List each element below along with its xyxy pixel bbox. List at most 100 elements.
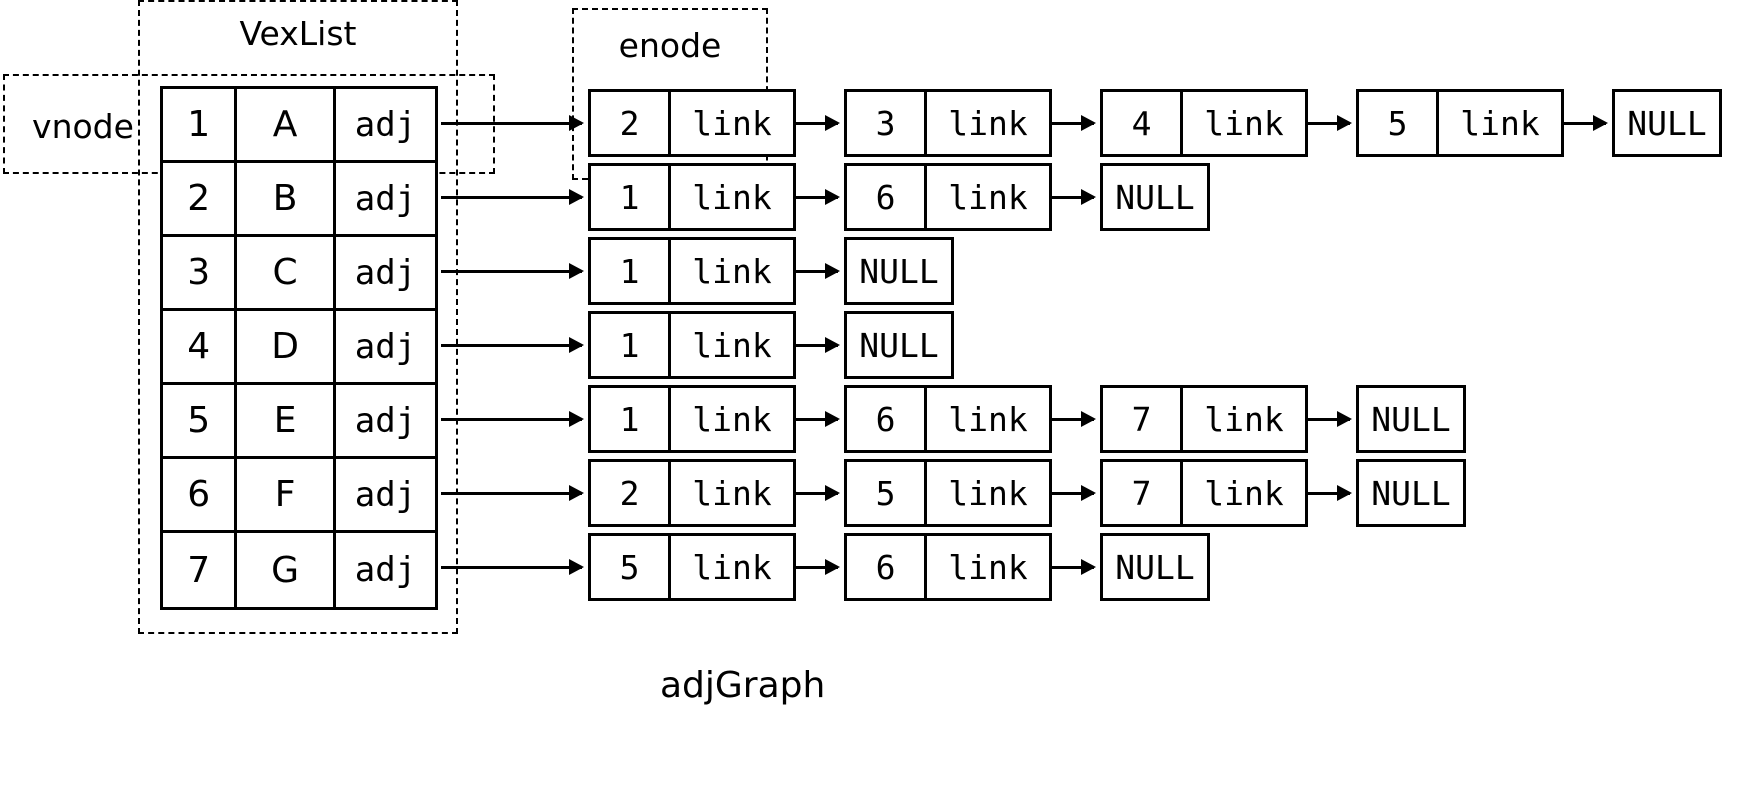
list-null-terminator: NULL <box>844 311 954 379</box>
vexlist-cell-name: E <box>237 385 336 456</box>
arrow-node-to-next <box>1052 411 1096 427</box>
list-node-link: link <box>948 399 1028 439</box>
list-node[interactable]: 1 link <box>588 385 796 453</box>
vexlist-cell-adj: adj <box>354 400 417 441</box>
arrow-node-to-next <box>796 559 840 575</box>
arrow-table-to-list <box>441 115 584 131</box>
list-node-data: 1 <box>591 388 671 450</box>
list-node-link: link <box>1204 399 1284 439</box>
arrow-node-to-next <box>1052 485 1096 501</box>
arrow-node-to-next <box>1308 115 1352 131</box>
list-node[interactable]: 6 link <box>844 385 1052 453</box>
group-label-vexlist: VexList <box>239 14 357 53</box>
list-node[interactable]: 1 link <box>588 237 796 305</box>
list-node-data: 7 <box>1103 388 1183 450</box>
list-node[interactable]: 2 link <box>588 89 796 157</box>
list-node-data: 7 <box>1103 462 1183 524</box>
list-node-link: link <box>948 177 1028 217</box>
list-node-data: 6 <box>847 166 927 228</box>
list-node[interactable]: 6 link <box>844 533 1052 601</box>
arrow-node-to-next <box>796 263 840 279</box>
vexlist-cell-id: 7 <box>163 533 238 607</box>
vexlist-cell-id: 2 <box>163 163 238 234</box>
arrow-table-to-list <box>441 485 584 501</box>
arrow-table-to-list <box>441 263 584 279</box>
arrow-node-to-next <box>1052 559 1096 575</box>
list-node[interactable]: 5 link <box>1356 89 1564 157</box>
arrow-node-to-next <box>796 485 840 501</box>
list-node-data: 5 <box>1359 92 1439 154</box>
list-node-link: link <box>948 547 1028 587</box>
list-node-link: link <box>692 103 772 143</box>
list-node-link: link <box>692 251 772 291</box>
vexlist-cell-adj: adj <box>354 474 417 515</box>
vexlist-cell-name: C <box>237 237 336 308</box>
list-null-terminator: NULL <box>1612 89 1722 157</box>
vexlist-cell-id: 4 <box>163 311 238 382</box>
arrow-table-to-list <box>441 411 584 427</box>
arrow-node-to-next <box>796 337 840 353</box>
arrow-node-to-next <box>1564 115 1608 131</box>
list-node-link: link <box>1460 103 1540 143</box>
list-node-data: 6 <box>847 536 927 598</box>
list-node-data: 5 <box>591 536 671 598</box>
group-box-vexlist <box>138 0 458 634</box>
list-node[interactable]: 7 link <box>1100 385 1308 453</box>
arrow-table-to-list <box>441 337 584 353</box>
list-node[interactable]: 1 link <box>588 163 796 231</box>
list-node[interactable]: 7 link <box>1100 459 1308 527</box>
vexlist-cell-adj: adj <box>354 104 417 145</box>
arrow-node-to-next <box>1308 485 1352 501</box>
vexlist-cell-name: B <box>237 163 336 234</box>
list-null-terminator: NULL <box>1100 533 1210 601</box>
arrow-node-to-next <box>1052 189 1096 205</box>
arrow-node-to-next <box>796 189 840 205</box>
group-label-enode: enode <box>618 26 722 65</box>
vexlist-cell-adj: adj <box>354 178 417 219</box>
list-null-terminator: NULL <box>1356 385 1466 453</box>
vexlist-cell-adj: adj <box>354 252 417 293</box>
arrow-node-to-next <box>1308 411 1352 427</box>
list-node-data: 4 <box>1103 92 1183 154</box>
list-node[interactable]: 3 link <box>844 89 1052 157</box>
list-node-link: link <box>692 399 772 439</box>
vexlist-cell-id: 1 <box>163 89 238 160</box>
vexlist-cell-id: 6 <box>163 459 238 530</box>
list-node-link: link <box>1204 473 1284 513</box>
vexlist-cell-id: 3 <box>163 237 238 308</box>
vexlist-cell-adj: adj <box>354 550 417 590</box>
list-node-data: 6 <box>847 388 927 450</box>
arrow-table-to-list <box>441 189 584 205</box>
list-node-link: link <box>692 473 772 513</box>
arrow-node-to-next <box>796 411 840 427</box>
list-node-link: link <box>948 473 1028 513</box>
list-node-data: 1 <box>591 240 671 302</box>
list-node-link: link <box>692 325 772 365</box>
list-node-link: link <box>948 103 1028 143</box>
list-null-terminator: NULL <box>1356 459 1466 527</box>
list-node-data: 2 <box>591 92 671 154</box>
list-node-link: link <box>692 177 772 217</box>
vexlist-cell-name: D <box>237 311 336 382</box>
arrow-node-to-next <box>796 115 840 131</box>
vexlist-cell-adj: adj <box>354 326 417 367</box>
list-node[interactable]: 6 link <box>844 163 1052 231</box>
list-node-data: 1 <box>591 166 671 228</box>
list-null-terminator: NULL <box>844 237 954 305</box>
list-node-data: 3 <box>847 92 927 154</box>
diagram-caption: adjGraph <box>660 665 826 706</box>
